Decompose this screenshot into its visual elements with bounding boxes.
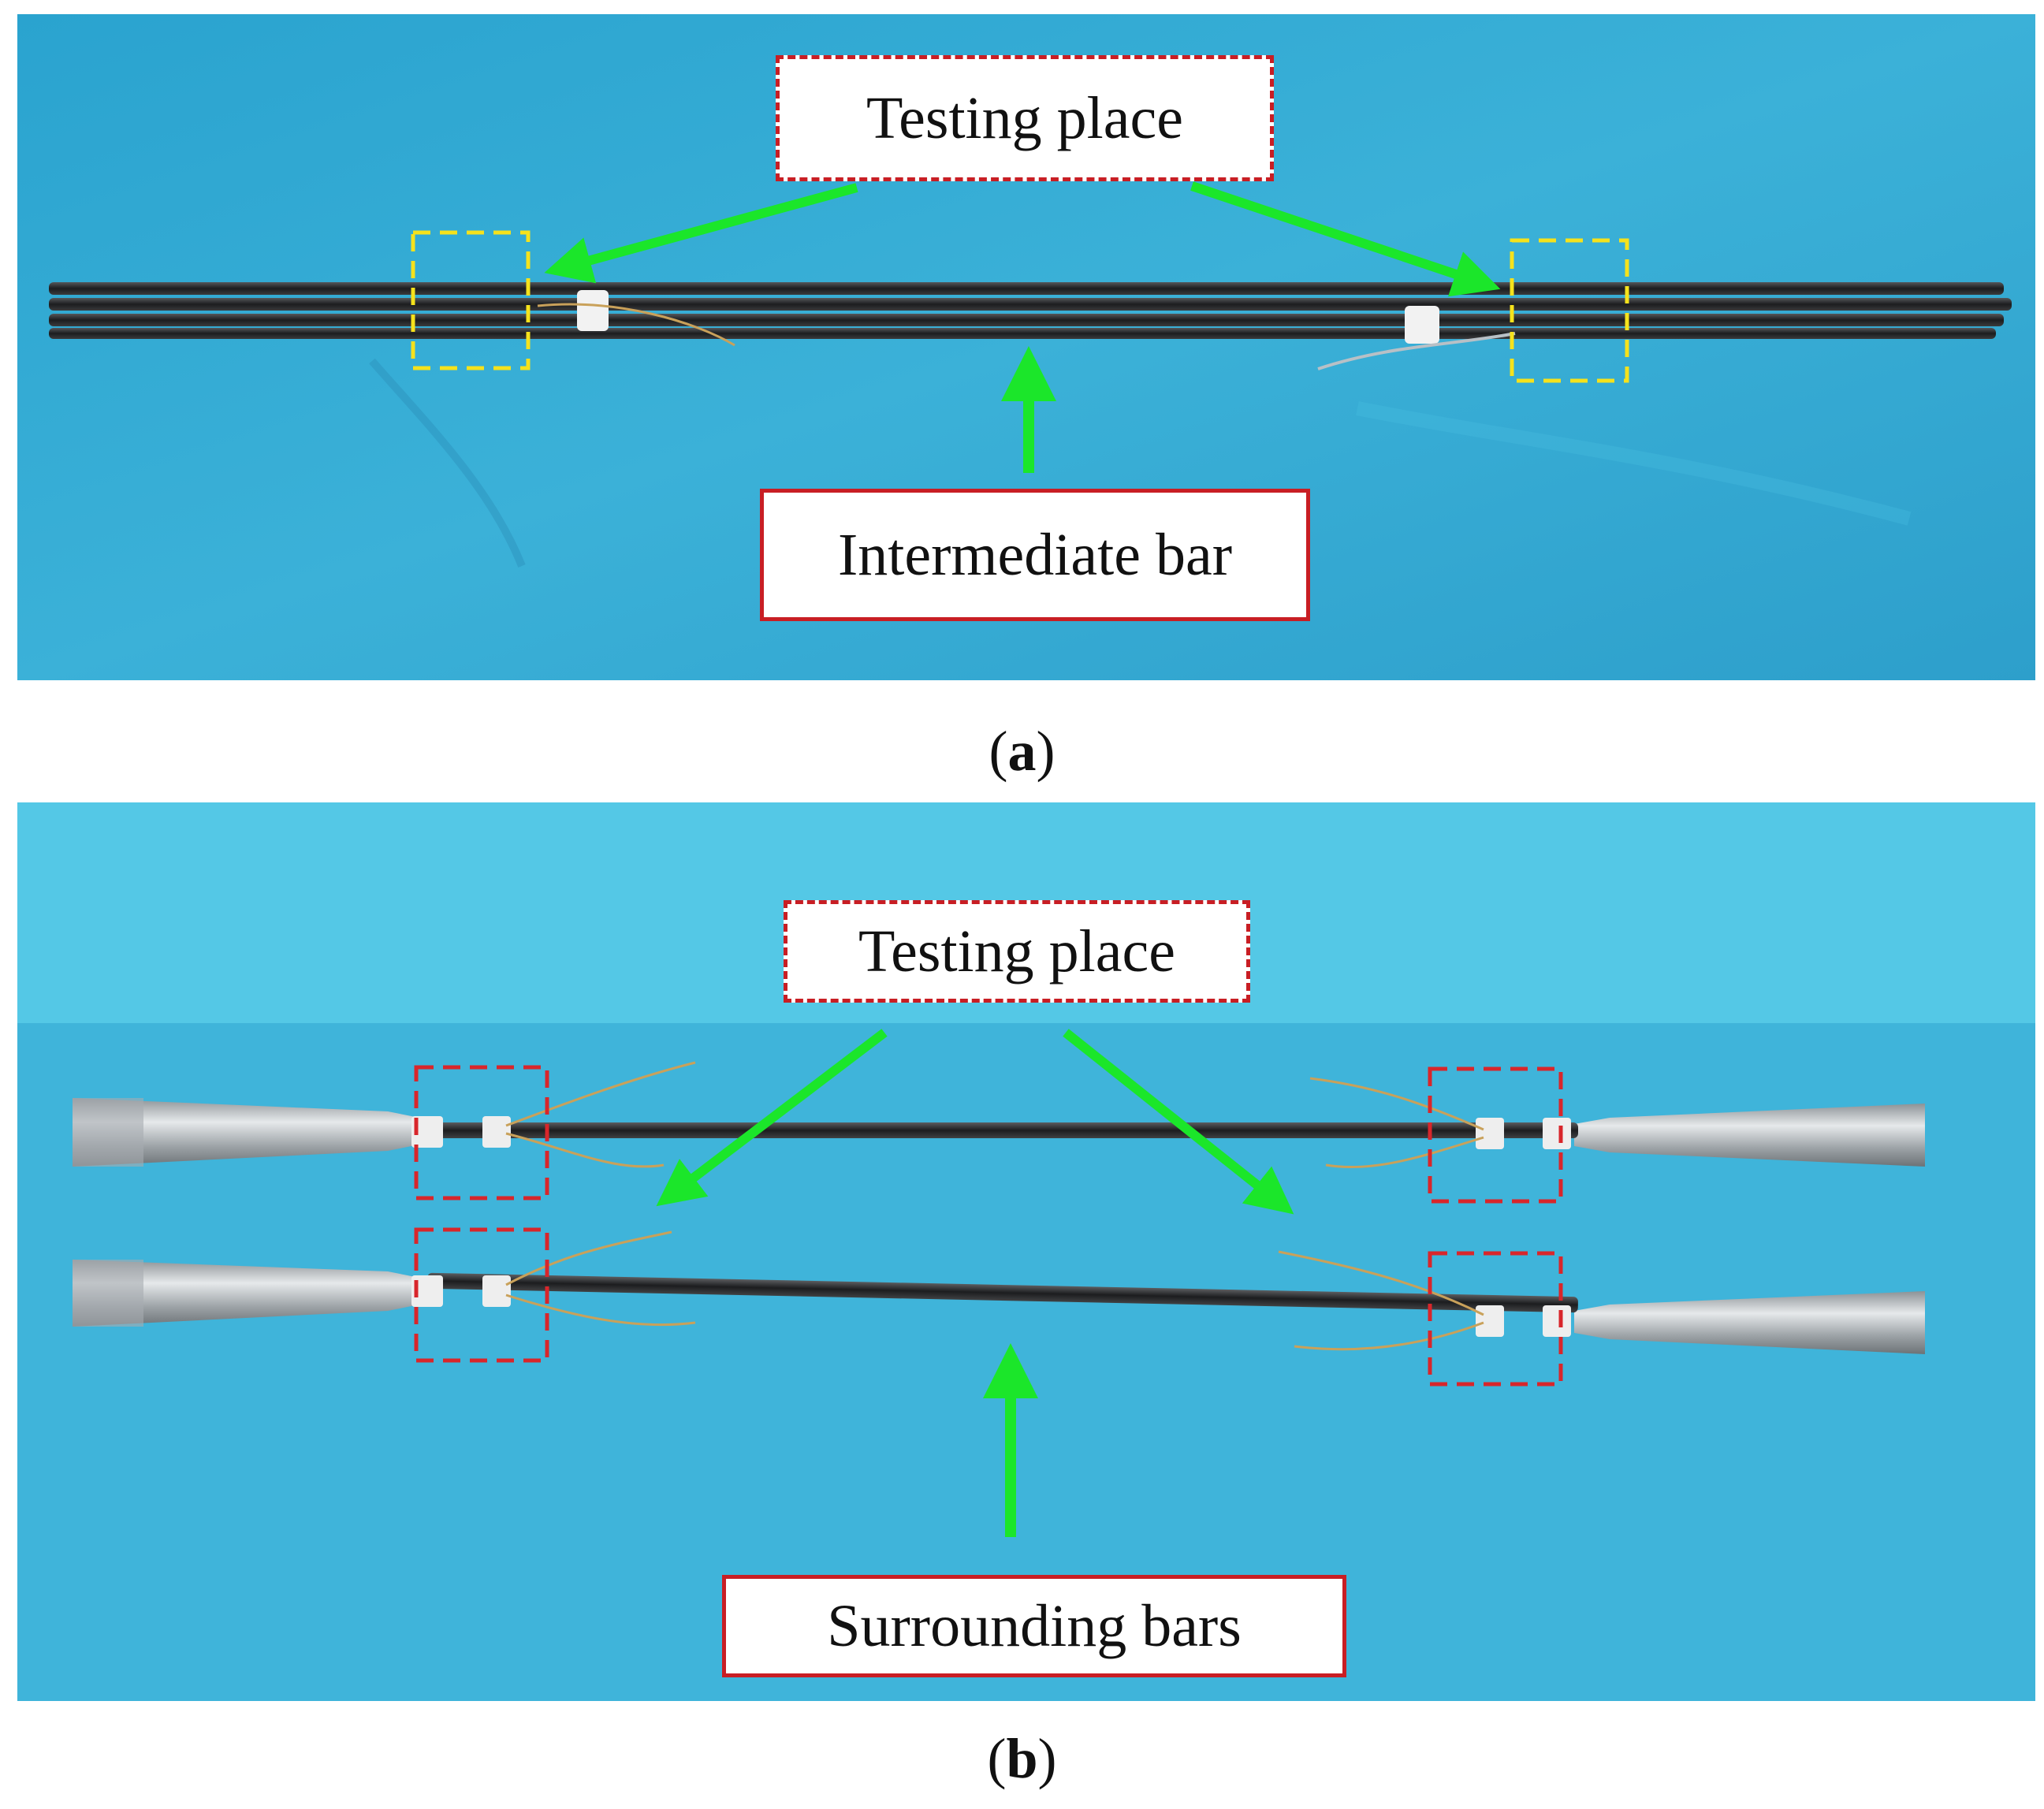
- caption-letter: b: [1006, 1727, 1038, 1790]
- intermediate-bar-label: Intermediate bar: [760, 489, 1310, 621]
- sensor-wire: [537, 303, 735, 347]
- surrounding-bars-label: Surrounding bars: [722, 1575, 1346, 1677]
- testing-place-label: Testing place: [776, 55, 1274, 181]
- carbon-bar-bundle: [49, 282, 2012, 339]
- testing-place-highlight-upper-right: [1428, 1066, 1563, 1204]
- surrounding-bar-upper: [73, 1061, 1925, 1169]
- arrow-to-right-testing-place: [1190, 181, 1501, 297]
- testing-place-highlight-lower-right: [1428, 1251, 1563, 1387]
- arrow-to-left-testing-place: [656, 1029, 888, 1207]
- testing-place-highlight-right: [1510, 238, 1629, 383]
- surrounding-bar-lower: [73, 1230, 1925, 1354]
- photo-panel-a: Testing place Intermediate bar: [17, 14, 2035, 680]
- sensor-wire: [1317, 332, 1516, 370]
- tape-wrap: [577, 290, 609, 331]
- tape-wrap: [1405, 306, 1439, 344]
- testing-place-highlight-lower-left: [414, 1227, 549, 1363]
- photo-panel-b: Testing place Surrounding bars: [17, 802, 2035, 1701]
- testing-place-label: Testing place: [784, 900, 1250, 1003]
- testing-place-highlight-upper-left: [414, 1065, 549, 1200]
- caption-letter: a: [1007, 720, 1037, 783]
- caption-a: (a): [988, 720, 1056, 783]
- testing-place-highlight-left: [411, 230, 531, 370]
- arrow-to-right-testing-place: [1063, 1029, 1294, 1215]
- caption-b: (b): [987, 1727, 1057, 1790]
- arrow-to-left-testing-place: [544, 183, 858, 284]
